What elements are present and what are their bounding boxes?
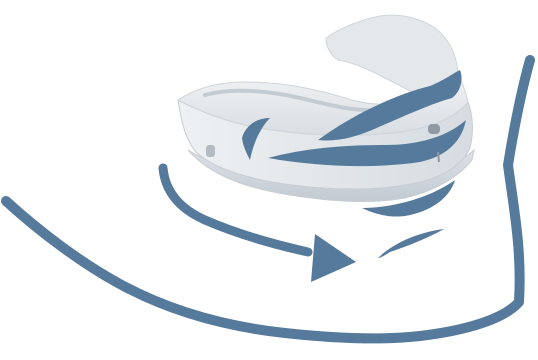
guard-slot-left (206, 145, 215, 157)
guard-slot-right (428, 124, 440, 134)
guard-tick-mark (438, 152, 439, 162)
mouthguard (178, 15, 474, 216)
chin-accent (378, 229, 444, 258)
arrow-head (311, 234, 356, 282)
